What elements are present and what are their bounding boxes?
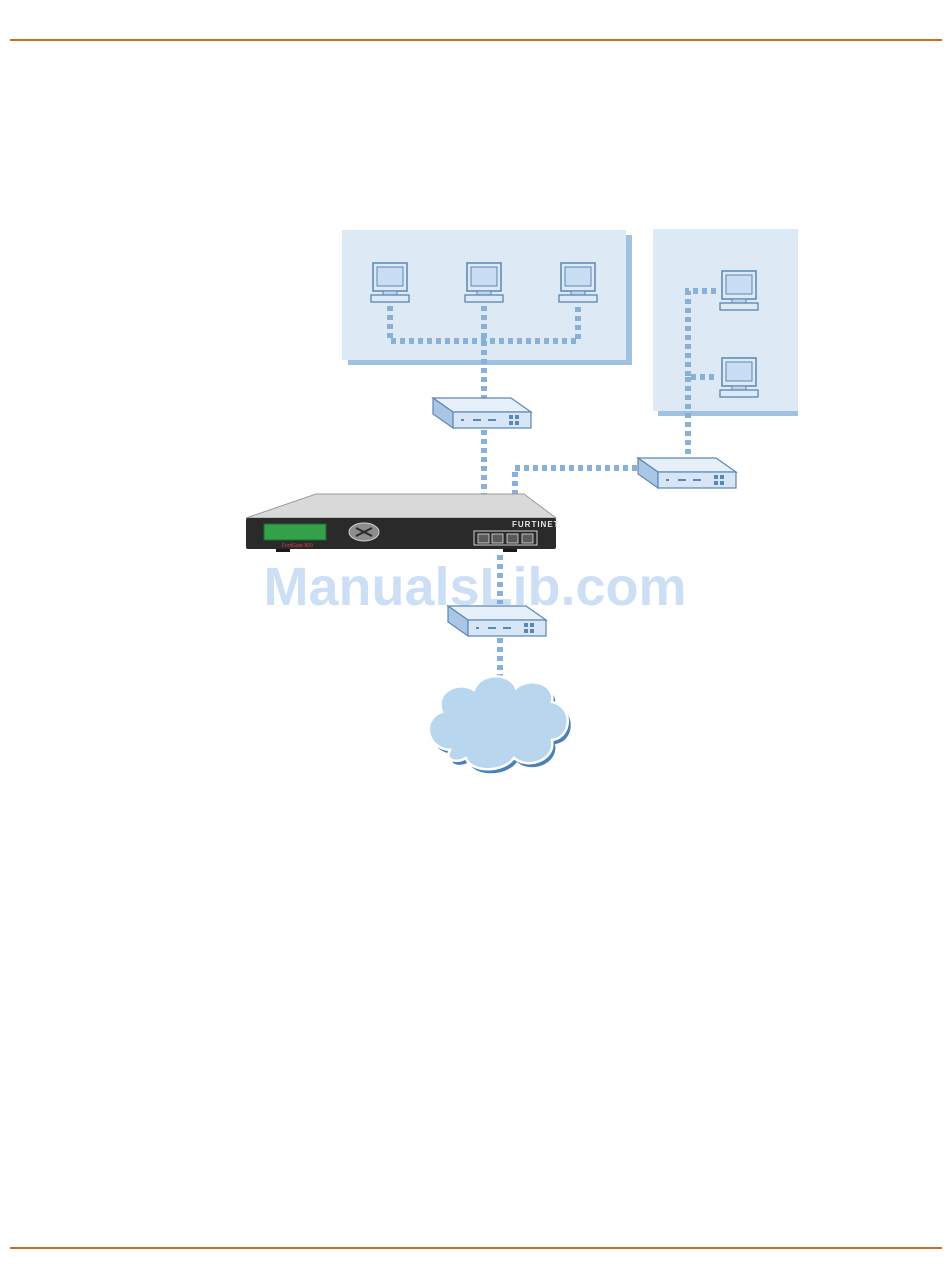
switch-icon — [448, 606, 546, 636]
switch-icon — [638, 458, 736, 488]
pc-icon — [720, 271, 758, 310]
firewall-appliance: FURTINET FortiGate-800 — [246, 494, 560, 552]
pc-icon — [371, 263, 409, 302]
pc-icon — [720, 358, 758, 397]
firewall-model: FortiGate-800 — [282, 543, 313, 549]
switch-icon — [433, 398, 531, 428]
firewall-brand: FURTINET — [512, 520, 560, 529]
pc-icon — [559, 263, 597, 302]
internet-cloud-icon — [429, 676, 571, 773]
pc-icon — [465, 263, 503, 302]
